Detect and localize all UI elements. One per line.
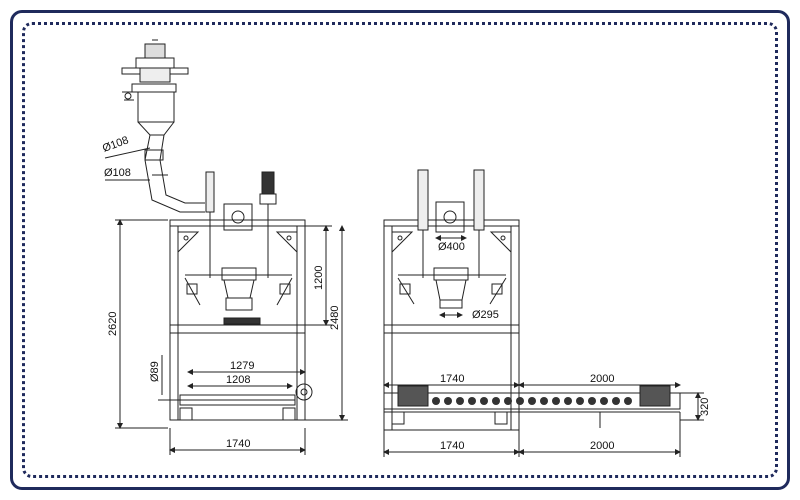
conveyor-legs	[391, 411, 681, 430]
roller	[528, 397, 536, 405]
hopper	[122, 83, 177, 136]
roller	[564, 397, 572, 405]
roller	[516, 397, 524, 405]
width-1208-label: 1208	[226, 374, 250, 386]
roller	[432, 397, 440, 405]
roller	[504, 397, 512, 405]
dia-400-label: Ø400	[438, 241, 465, 253]
inclined-pipe	[144, 134, 205, 213]
dim-89-label: Ø89	[149, 361, 161, 382]
height-2620-label: 2620	[107, 312, 119, 336]
left-cylinders	[205, 171, 277, 278]
top-motor	[121, 39, 189, 83]
roller	[492, 397, 500, 405]
roller	[540, 397, 548, 405]
left-view	[104, 39, 348, 455]
left-frame	[169, 219, 306, 421]
roller	[600, 397, 608, 405]
roller	[624, 397, 632, 405]
outer-frame	[10, 10, 790, 490]
lower-conveyor	[158, 383, 313, 421]
right-frame	[383, 219, 520, 431]
height-2480-label: 2480	[329, 306, 341, 330]
width-1740-base-label: 1740	[226, 438, 250, 450]
roller	[456, 397, 464, 405]
roller-conveyor	[383, 385, 681, 413]
pipe-dia-label-2: Ø108	[104, 167, 131, 179]
height-1200-label: 1200	[313, 266, 325, 290]
conv-320-label: 320	[699, 398, 711, 416]
conv-2000-top-label: 2000	[590, 373, 614, 385]
right-filling-head	[397, 267, 507, 309]
width-1279-label: 1279	[230, 360, 254, 372]
dia-295-label: Ø295	[472, 309, 499, 321]
conv-2000-bottom-label: 2000	[590, 440, 614, 452]
roller	[612, 397, 620, 405]
inner-dotted-frame	[22, 22, 778, 478]
right-dimensions	[383, 235, 704, 457]
roller	[576, 397, 584, 405]
right-view	[383, 169, 704, 457]
left-dimensions	[104, 147, 348, 455]
conv-1740-bottom-label: 1740	[440, 440, 464, 452]
filling-head	[184, 267, 293, 325]
roller	[588, 397, 596, 405]
right-cylinders	[417, 169, 485, 278]
roller	[444, 397, 452, 405]
roller	[480, 397, 488, 405]
rollers	[432, 397, 632, 405]
pipe-dia-label-1: Ø108	[101, 134, 130, 154]
roller	[468, 397, 476, 405]
conv-1740-top-label: 1740	[440, 373, 464, 385]
roller	[552, 397, 560, 405]
